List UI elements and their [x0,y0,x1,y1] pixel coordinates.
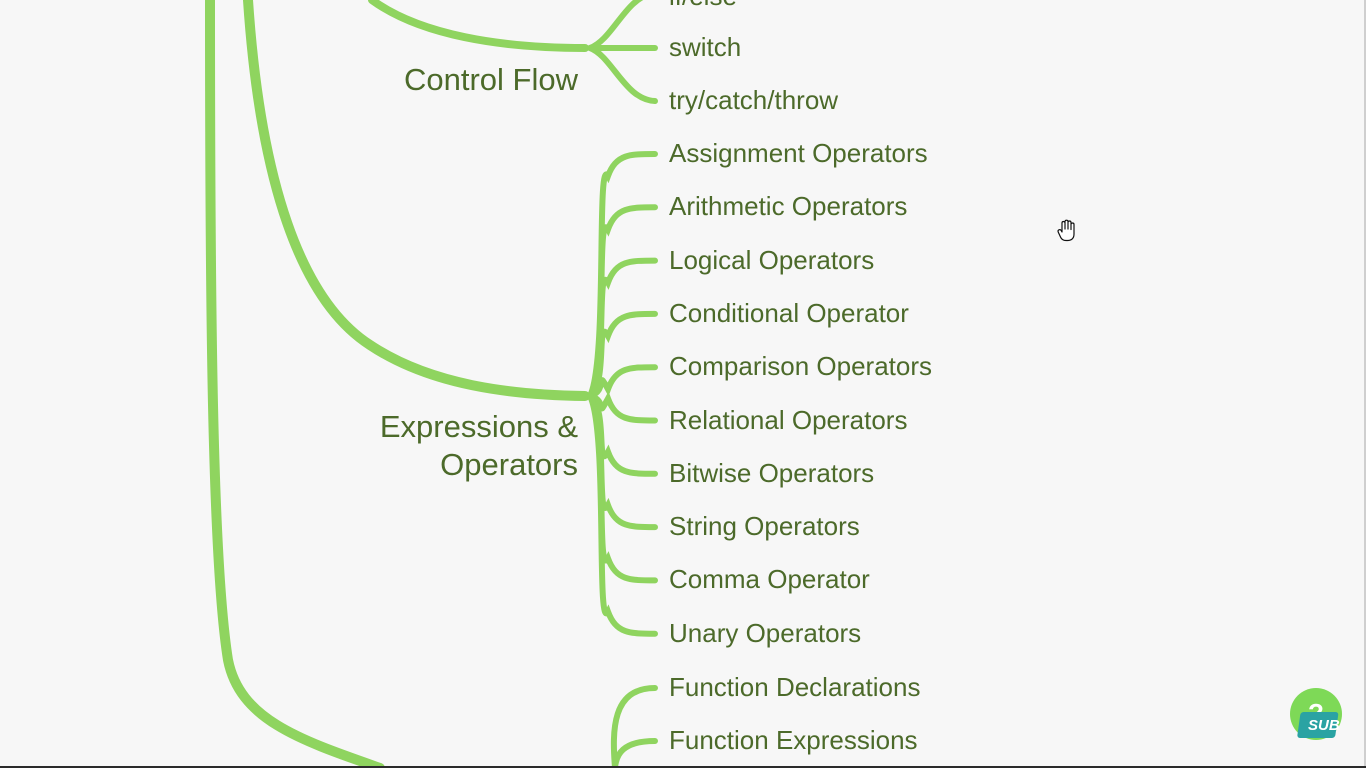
branch-control-flow [368,0,589,52]
leaf-expr-0[interactable]: Assignment Operators [669,138,928,168]
leaf-expr-6[interactable]: Bitwise Operators [669,457,875,488]
leaf-switch[interactable]: switch [669,32,742,62]
expressions-children-branches [587,151,658,637]
functions-children-branches [610,685,658,768]
leaf-expr-7[interactable]: String Operators [669,511,860,542]
node-expressions-line2: Operators [440,447,578,482]
control-flow-children-branches [587,0,658,104]
help-sub-icon: ? [1290,688,1342,740]
node-expressions-operators[interactable]: Expressions & Operators [380,408,578,484]
branch-expr-4 [587,364,658,399]
hand-cursor-icon [1057,219,1075,242]
node-expressions-line1: Expressions & [379,409,578,444]
leaf-function-expressions[interactable]: Function Expressions [669,725,918,755]
leaf-expr-2[interactable]: Logical Operators [669,244,875,275]
leaf-expr-5[interactable]: Relational Operators [669,404,908,435]
leaf-expr-8[interactable]: Comma Operator [669,564,870,595]
bottom-border [0,766,1366,768]
leaf-expr-1[interactable]: Arithmetic Operators [669,191,908,222]
branch-expr-3 [587,310,658,399]
help-sub-badge[interactable]: ? SUB [1289,688,1345,744]
leaf-expr-3[interactable]: Conditional Operator [669,297,909,328]
leaf-expr-9[interactable]: Unary Operators [669,617,862,648]
leaf-function-declarations[interactable]: Function Declarations [669,672,921,702]
branch-expr-9 [587,393,658,637]
leaf-try-catch-throw[interactable]: try/catch/throw [669,85,839,115]
trunk-inner [243,0,590,401]
trunk-left [205,0,385,768]
node-control-flow[interactable]: Control Flow [404,62,578,97]
badge-sub-text: SUB [1308,717,1340,734]
branch-expr-5 [587,391,658,424]
leaf-if-else[interactable]: if/else [669,0,737,11]
leaf-expr-4[interactable]: Comparison Operators [669,351,932,382]
right-border [1364,0,1366,768]
